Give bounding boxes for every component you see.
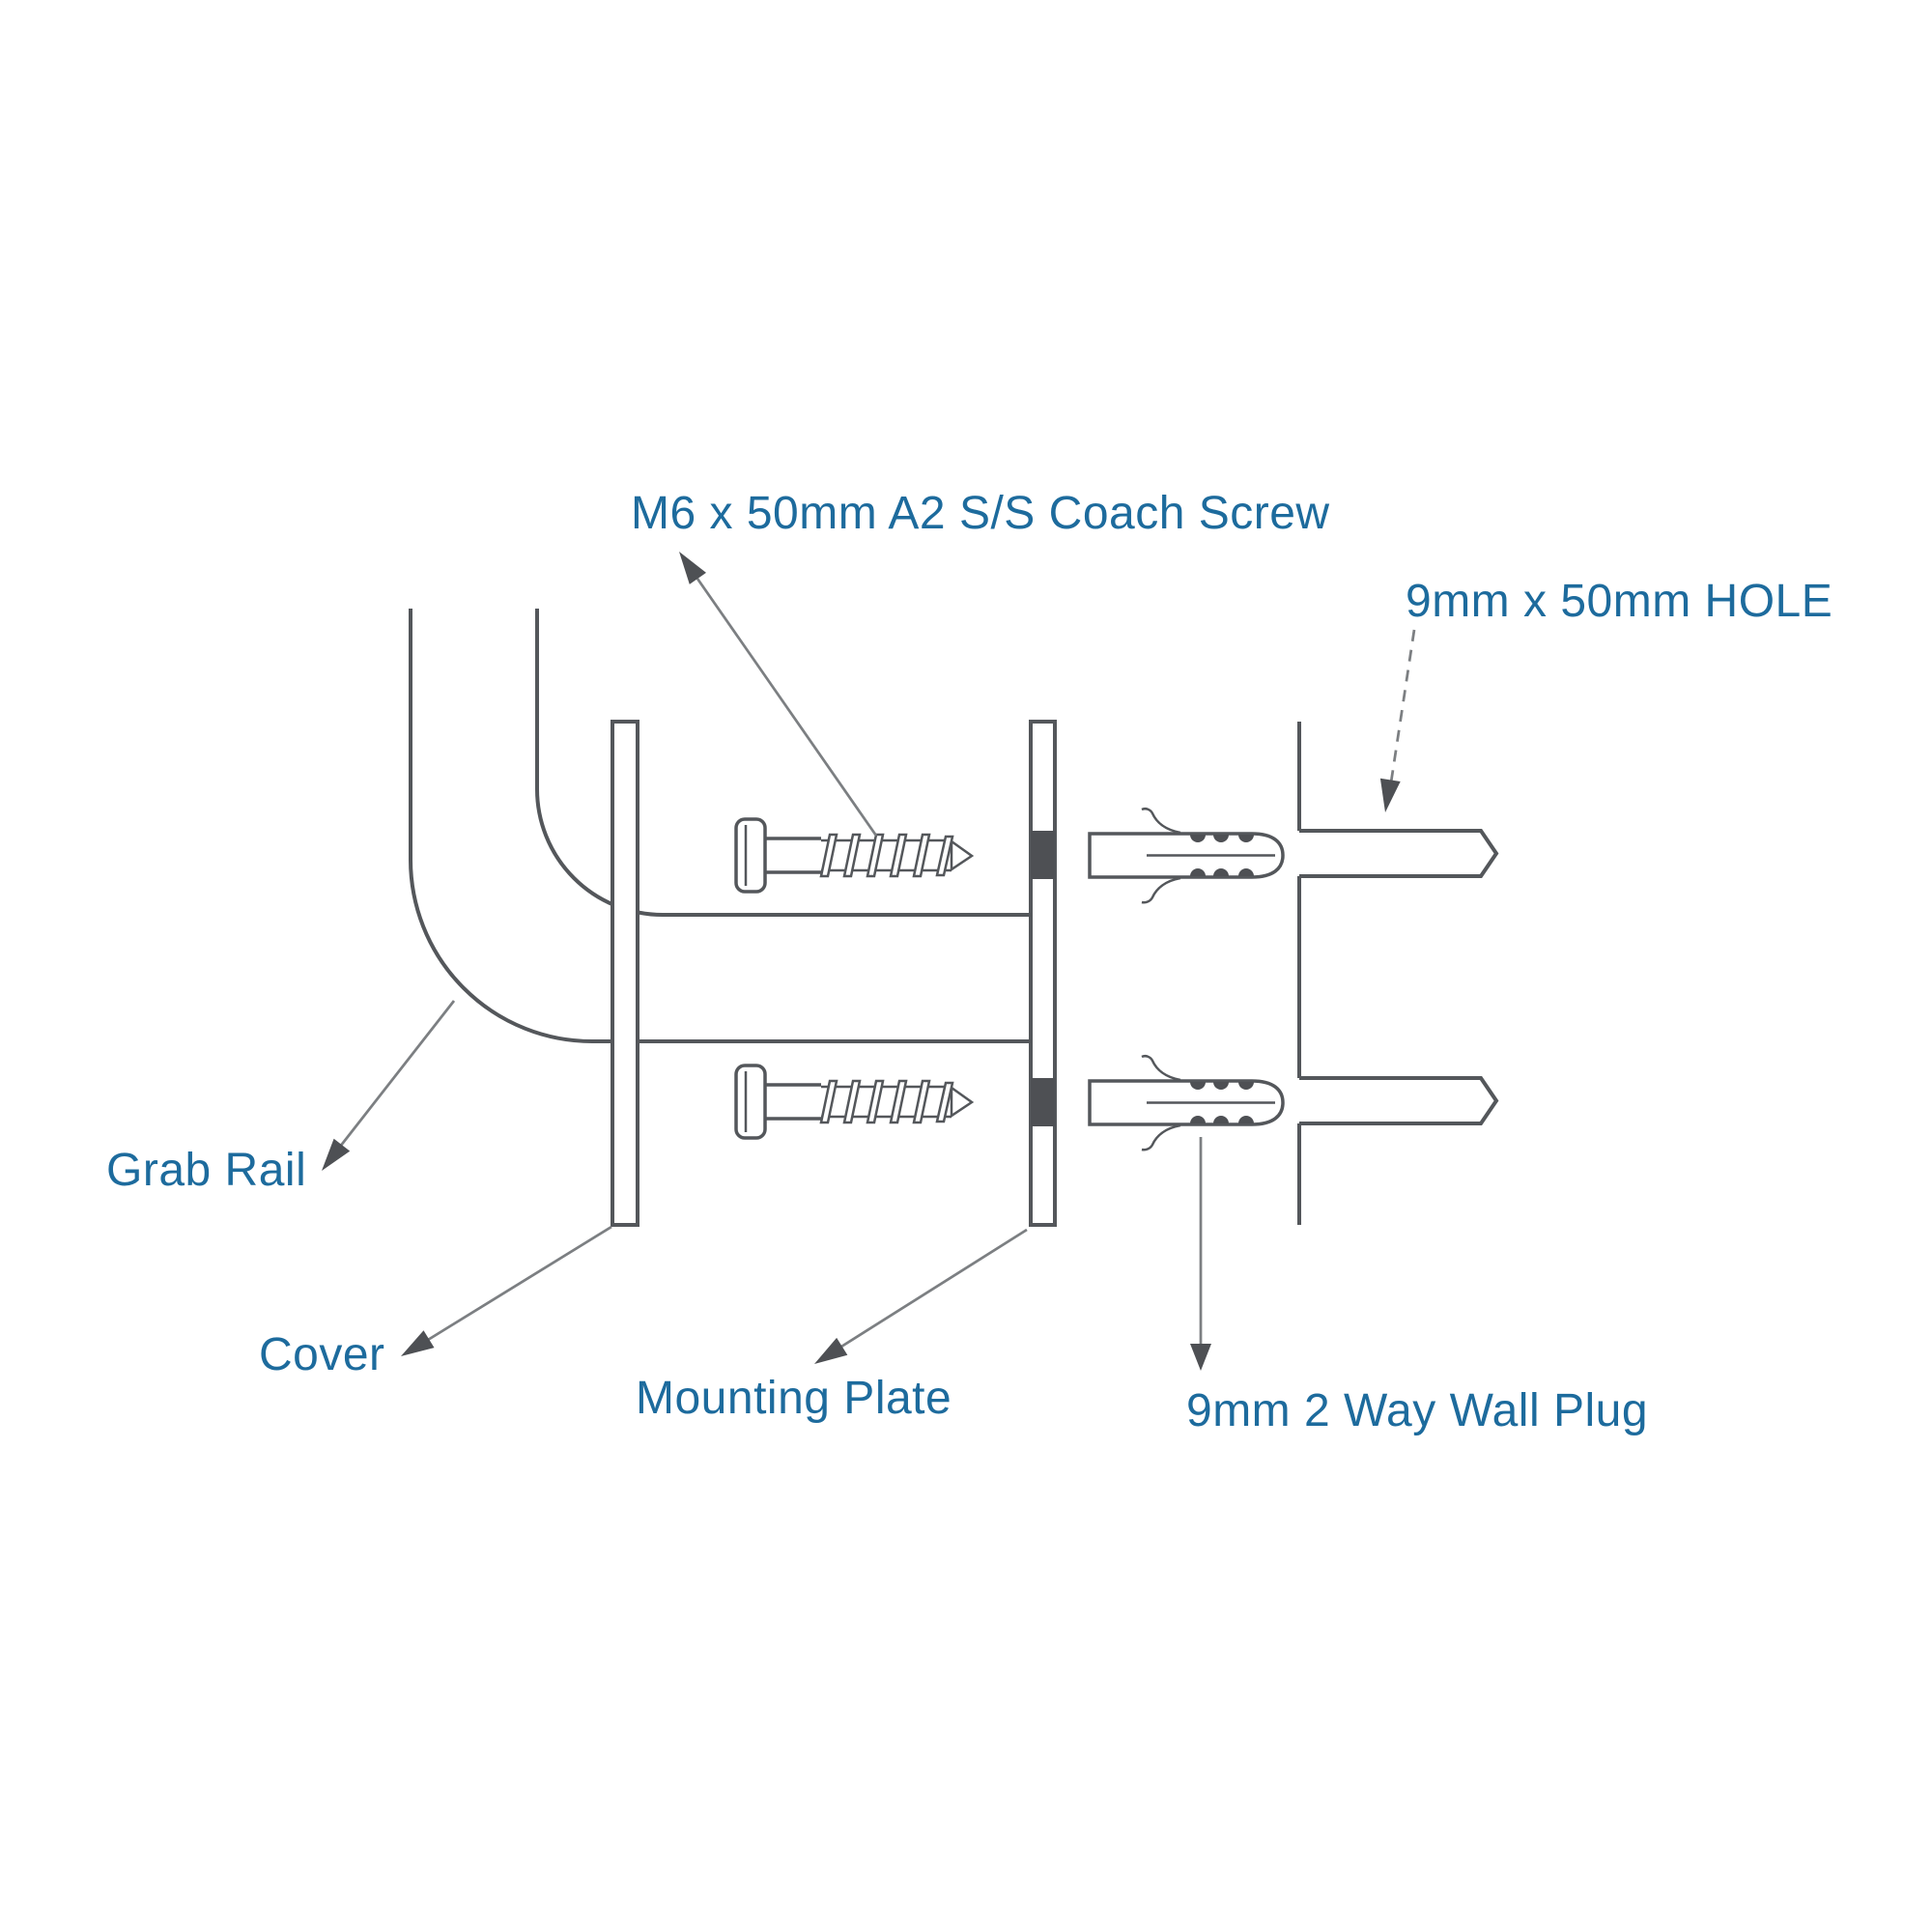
wall: [1297, 722, 1498, 1225]
label-cover: Cover: [259, 1329, 385, 1380]
drilled-hole-bottom: [1297, 1076, 1498, 1125]
label-grab-rail: Grab Rail: [106, 1145, 307, 1196]
grab-rail-arrow-icon: [322, 1138, 351, 1171]
label-wall-plug: 9mm 2 Way Wall Plug: [1186, 1385, 1649, 1436]
label-coach-screw: M6 x 50mm A2 S/S Coach Screw: [631, 488, 1330, 539]
drilled-hole-top: [1297, 829, 1498, 878]
coach-screw-bottom: [734, 1064, 974, 1140]
grab-rail-leader-line: [338, 1000, 456, 1148]
wall-plug-arrow-icon: [1190, 1344, 1211, 1371]
mounting-plate-leader-line: [840, 1228, 1028, 1349]
label-mounting-plate: Mounting Plate: [636, 1373, 952, 1424]
mounting-plate: [1029, 720, 1057, 1227]
wall-plug-top: [1088, 807, 1285, 905]
label-hole: 9mm x 50mm HOLE: [1406, 576, 1833, 627]
cover-leader-line: [427, 1225, 612, 1342]
cover-plate: [611, 720, 639, 1227]
mounting-plate-hole-bottom: [1031, 1078, 1055, 1126]
grab-rail-inner-line: [535, 609, 1031, 917]
mounting-plate-body: [1029, 720, 1057, 1227]
wall-plug-bottom: [1088, 1054, 1285, 1152]
coach-screw-top: [734, 817, 974, 894]
coach-screw-arrow-icon: [679, 552, 706, 584]
grab-rail: [409, 609, 1031, 1043]
annotations: [322, 552, 1416, 1371]
mounting-plate-hole-top: [1031, 831, 1055, 879]
grab-rail-outer-line: [409, 609, 1031, 1043]
cover-arrow-icon: [401, 1330, 435, 1356]
hole-arrow-icon: [1379, 778, 1401, 812]
mounting-plate-arrow-icon: [814, 1337, 848, 1364]
hole-leader-line: [1389, 629, 1416, 783]
coach-screw-leader-line: [696, 578, 878, 837]
